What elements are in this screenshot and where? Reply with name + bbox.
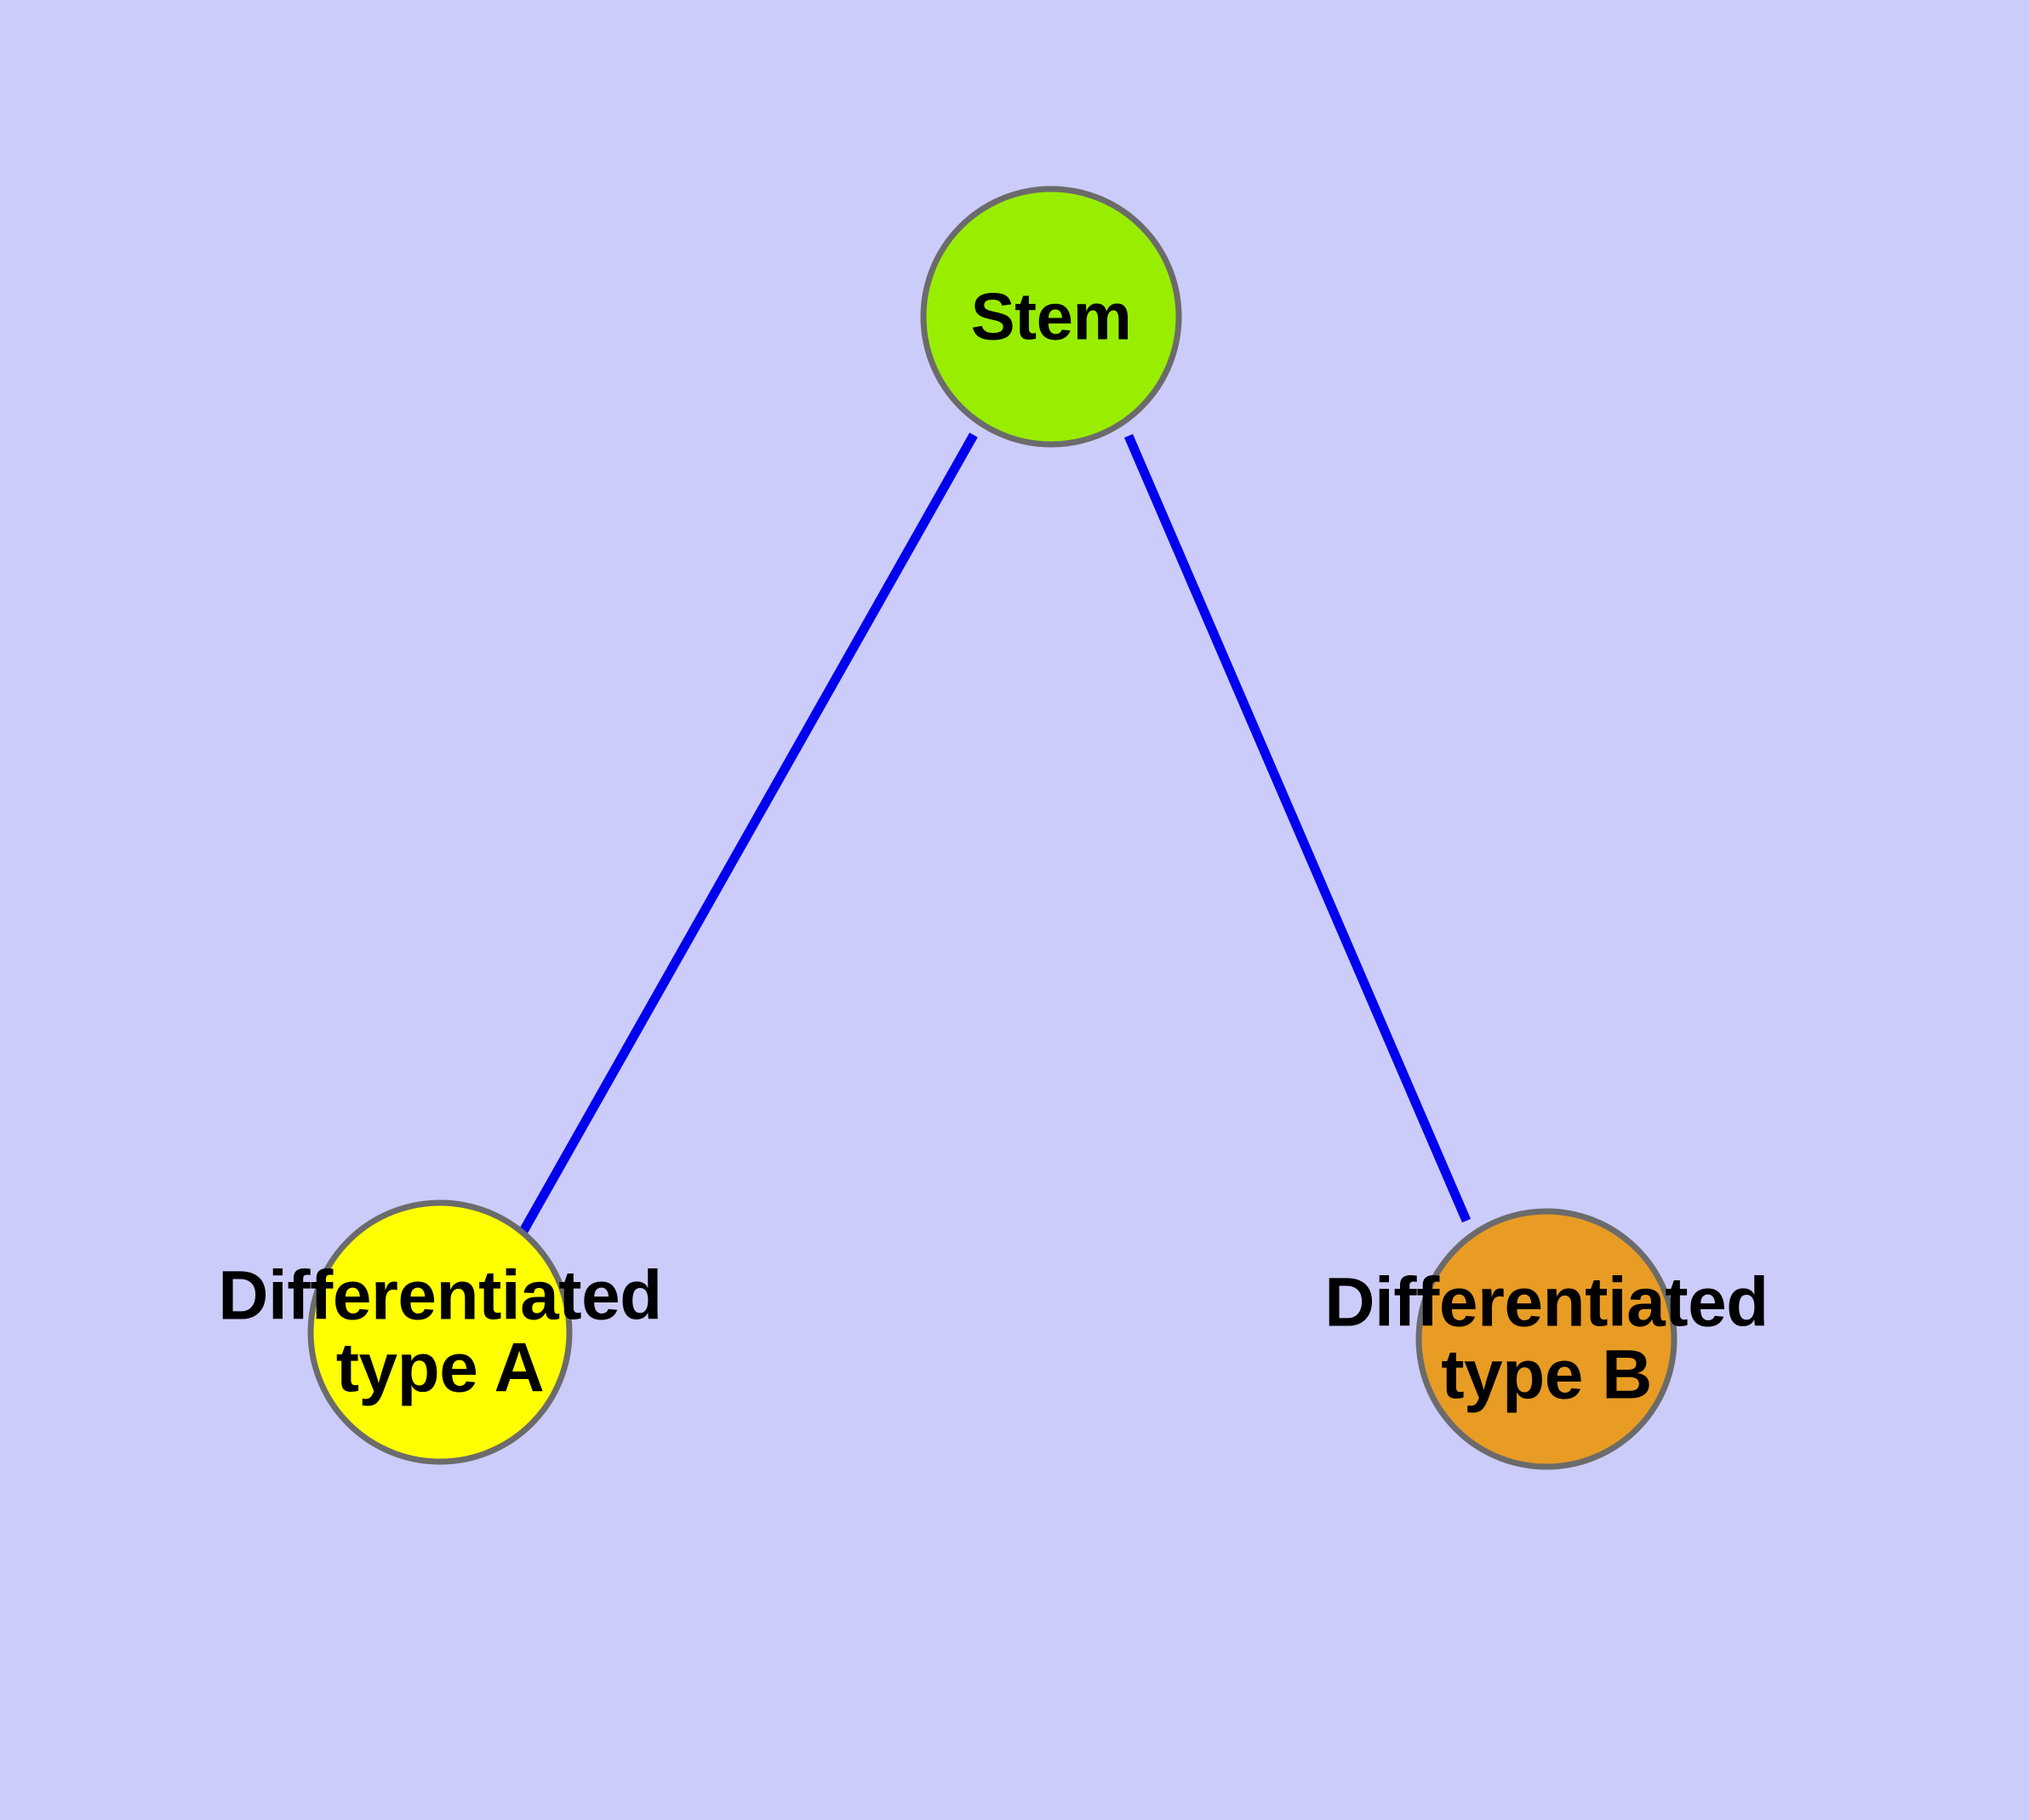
node-diff-a[interactable] (307, 1199, 573, 1465)
node-diff-b[interactable] (1415, 1208, 1677, 1470)
nodes-layer (307, 186, 1677, 1470)
node-stem[interactable] (920, 186, 1182, 448)
edge-stem-to-diff-b[interactable] (1123, 433, 1472, 1223)
edge-stem-to-diff-a[interactable] (518, 432, 978, 1235)
edges-layer (518, 432, 1472, 1235)
